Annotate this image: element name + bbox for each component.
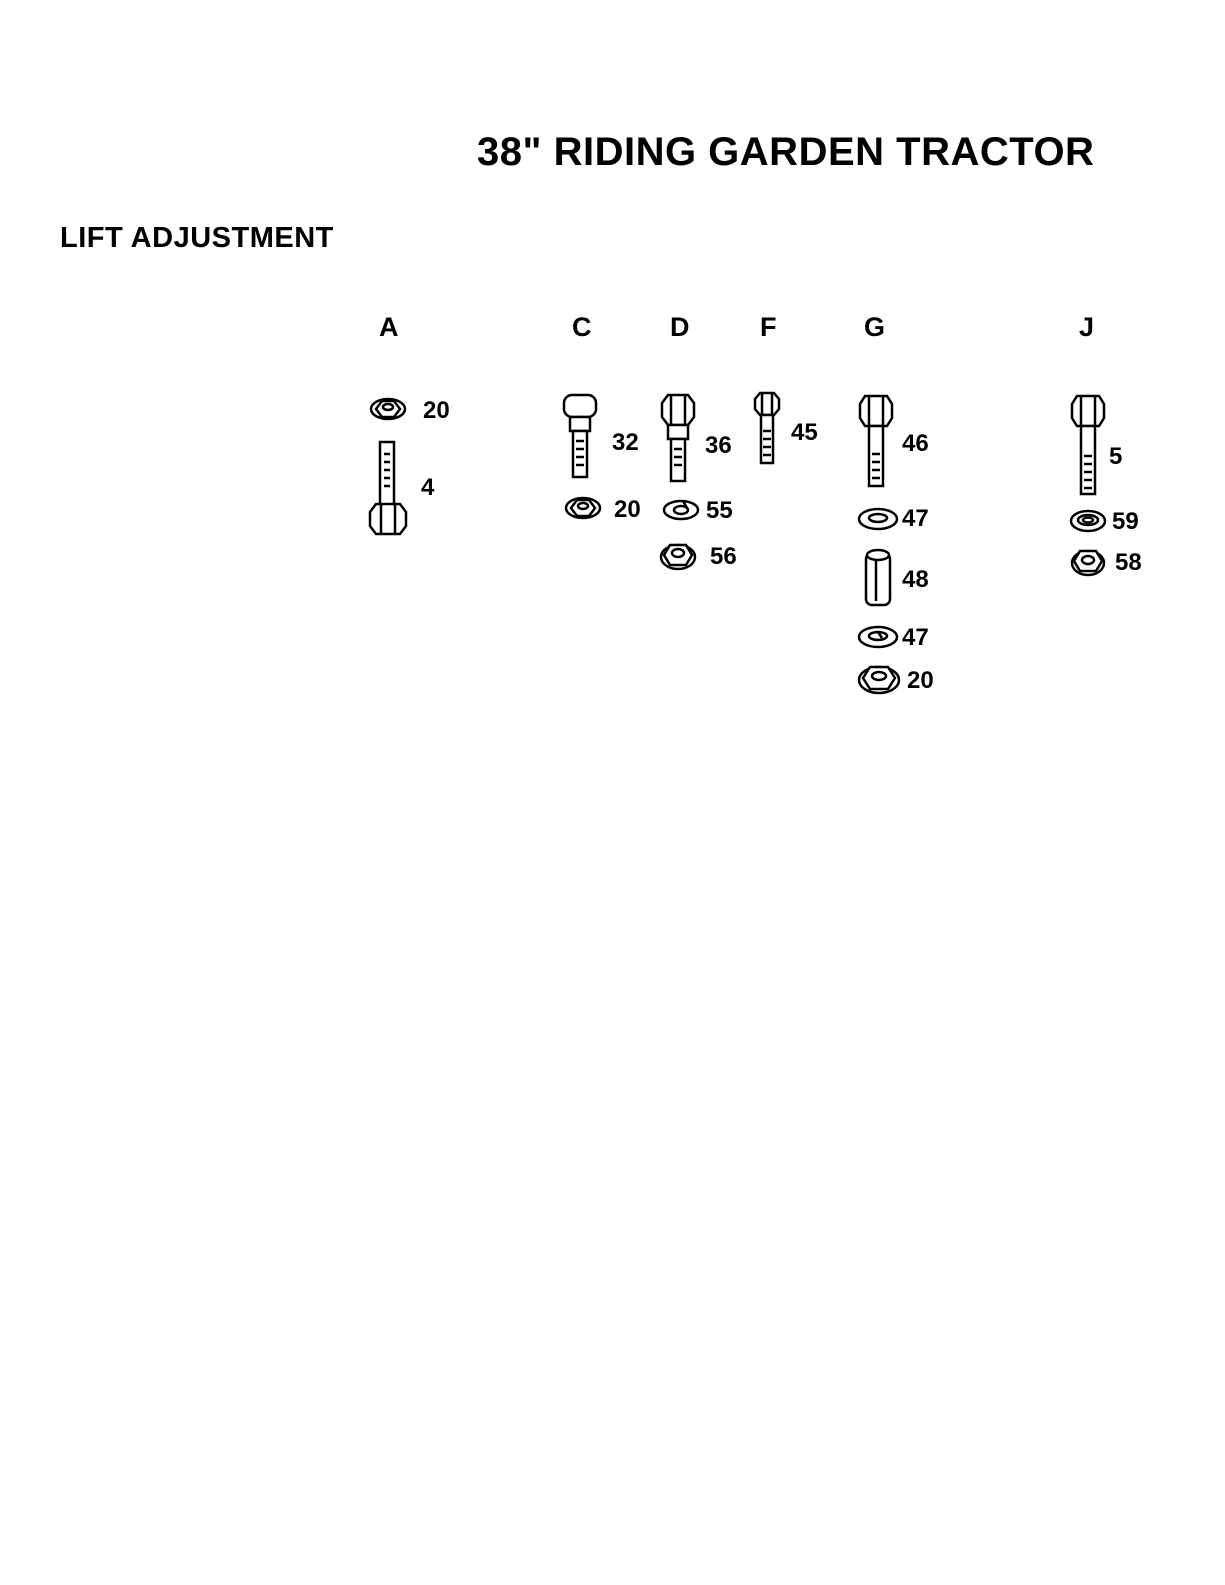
group-letter: D xyxy=(670,312,690,343)
hex-nut-icon xyxy=(856,661,902,695)
part-number: 56 xyxy=(710,543,737,571)
part-number: 47 xyxy=(902,624,929,652)
page-title: 38" RIDING GARDEN TRACTOR xyxy=(477,130,1094,175)
part-number: 4 xyxy=(421,474,434,502)
part-number: 45 xyxy=(791,419,818,447)
hex-nut-icon xyxy=(658,539,698,571)
flat-washer-icon xyxy=(856,624,900,650)
shoulder-bolt-icon xyxy=(558,393,604,483)
part-number: 20 xyxy=(423,397,450,425)
flat-washer-icon xyxy=(856,506,900,532)
part-number: 58 xyxy=(1115,549,1142,577)
group-letter: C xyxy=(572,312,592,343)
part-number: 5 xyxy=(1109,443,1122,471)
group-letter: A xyxy=(379,312,399,343)
hex-nut-icon xyxy=(563,494,603,520)
lock-nut-icon xyxy=(1069,545,1107,577)
hex-bolt-icon xyxy=(366,440,410,536)
part-number: 46 xyxy=(902,430,929,458)
lock-washer-icon xyxy=(661,498,701,522)
hex-bolt-icon xyxy=(856,394,896,490)
flat-washer-icon xyxy=(1068,508,1108,534)
part-number: 20 xyxy=(907,667,934,695)
part-number: 47 xyxy=(902,505,929,533)
shoulder-bolt-icon xyxy=(656,393,700,485)
part-number: 32 xyxy=(612,429,639,457)
part-number: 55 xyxy=(706,497,733,525)
part-number: 36 xyxy=(705,432,732,460)
spacer-icon xyxy=(861,547,895,609)
group-letter: J xyxy=(1079,312,1094,343)
hex-bolt-icon xyxy=(752,391,782,469)
group-letter: G xyxy=(864,312,885,343)
group-letter: F xyxy=(760,312,777,343)
part-number: 48 xyxy=(902,566,929,594)
part-number: 59 xyxy=(1112,508,1139,536)
section-heading: LIFT ADJUSTMENT xyxy=(60,222,334,255)
hex-bolt-icon xyxy=(1068,394,1108,500)
hex-nut-icon xyxy=(368,395,408,421)
part-number: 20 xyxy=(614,496,641,524)
